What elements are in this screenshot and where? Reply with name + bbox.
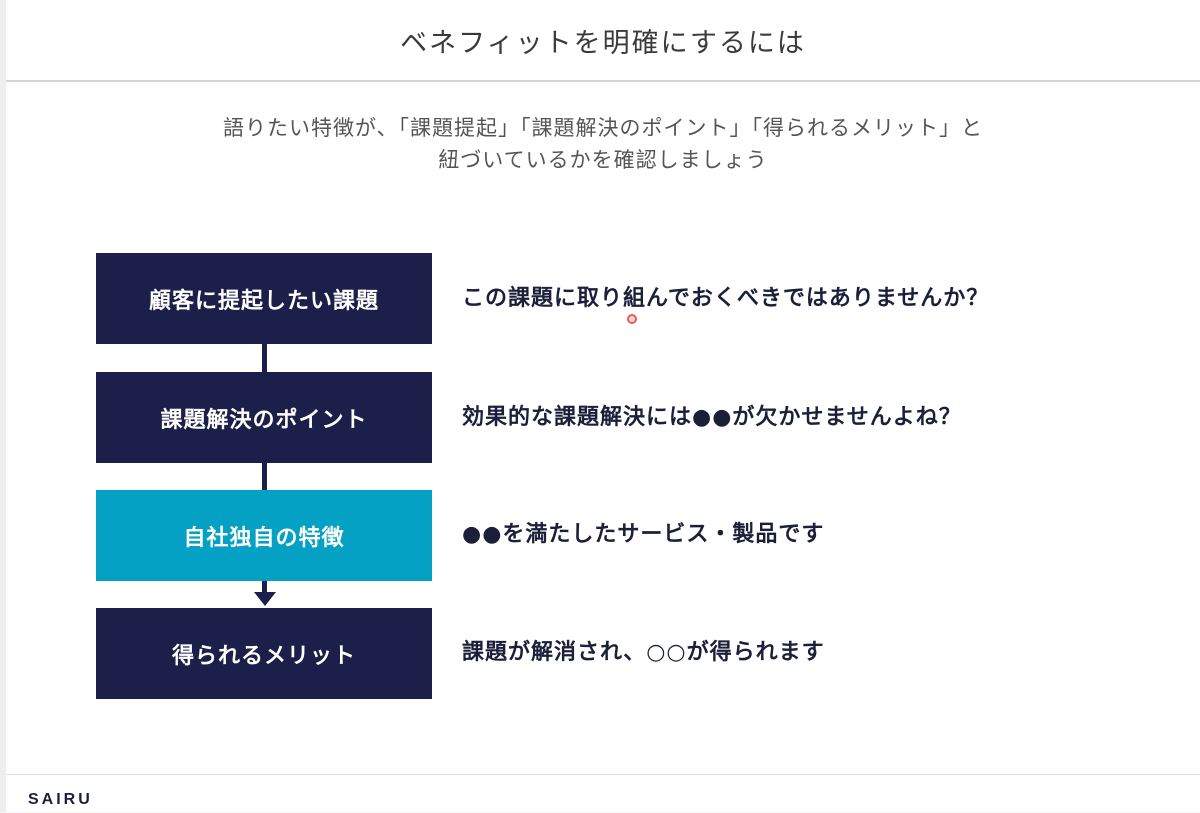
sairu-logo: SAIRU (28, 791, 93, 808)
benefit-flow-diagram: 顧客に提起したい課題 課題解決のポイント 自社独自の特徴 得られるメリット (96, 253, 432, 699)
flow-description-solution-point: 効果的な課題解決には●●が欠かせませんよね？ (462, 405, 962, 430)
pointer-cursor-icon (627, 314, 637, 324)
slide-subtitle: 語りたい特徴が、「課題提起」「課題解決のポイント」「得られるメリット」と 紐づい… (6, 112, 1200, 176)
flow-description-benefit: 課題が解消され、○○が得られます (462, 640, 825, 665)
flow-connector-1 (262, 344, 267, 372)
slide-header: ベネフィットを明確にするには (6, 0, 1200, 82)
flow-box-benefit: 得られるメリット (96, 608, 432, 699)
flow-connector-2 (262, 463, 267, 490)
flow-description-customer-issue: この課題に取り組んでおくべきではありませんか？ (462, 286, 990, 311)
subtitle-line-1: 語りたい特徴が、「課題提起」「課題解決のポイント」「得られるメリット」と (222, 116, 984, 140)
subtitle-line-2: 紐づいているかを確認しましょう (438, 148, 768, 172)
flow-description-unique-feature: ●●を満たしたサービス・製品です (462, 522, 825, 547)
window-edge (0, 0, 6, 812)
flow-box-customer-issue: 顧客に提起したい課題 (96, 253, 432, 344)
slide: ベネフィットを明確にするには 語りたい特徴が、「課題提起」「課題解決のポイント」… (6, 0, 1200, 812)
slide-footer: SAIRU (6, 774, 1200, 813)
flow-arrow-down-icon (254, 592, 276, 606)
flow-connector-3 (262, 581, 267, 593)
flow-box-unique-feature: 自社独自の特徴 (96, 490, 432, 581)
slide-title: ベネフィットを明確にするには (400, 27, 806, 59)
flow-box-solution-point: 課題解決のポイント (96, 372, 432, 463)
